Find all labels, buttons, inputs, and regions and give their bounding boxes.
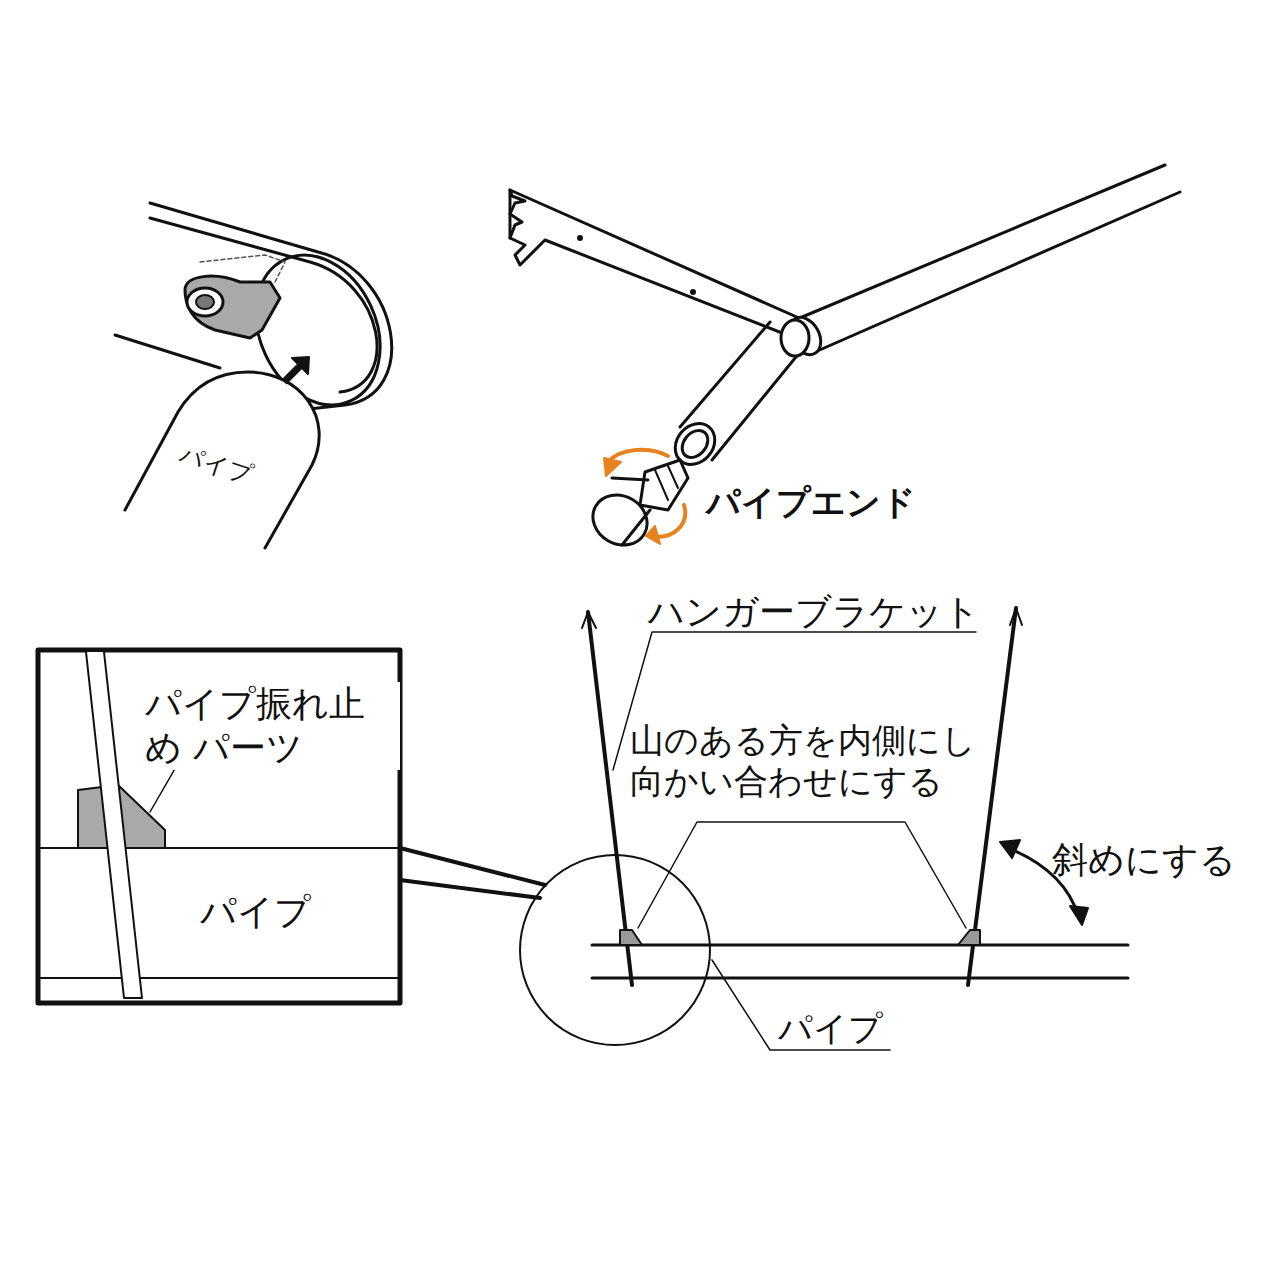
part-name: パイプ xyxy=(778,1008,883,1049)
instruction-note: 斜めにする xyxy=(1052,838,1236,882)
bracket-end-detail xyxy=(115,203,404,548)
part-name: パイプエンド xyxy=(706,482,916,523)
bracket-pipe-front-view xyxy=(520,608,1128,1050)
part-name: パイプ振れ止め パーツ xyxy=(145,682,400,770)
instruction-note: 山のある方を内側にし 向かい合わせにする xyxy=(630,720,990,803)
part-name: パイプ xyxy=(200,890,311,934)
inset-detail xyxy=(38,650,545,1003)
bracket-pipe-assembly xyxy=(510,165,1180,555)
part-name: ハンガーブラケット xyxy=(648,590,980,634)
